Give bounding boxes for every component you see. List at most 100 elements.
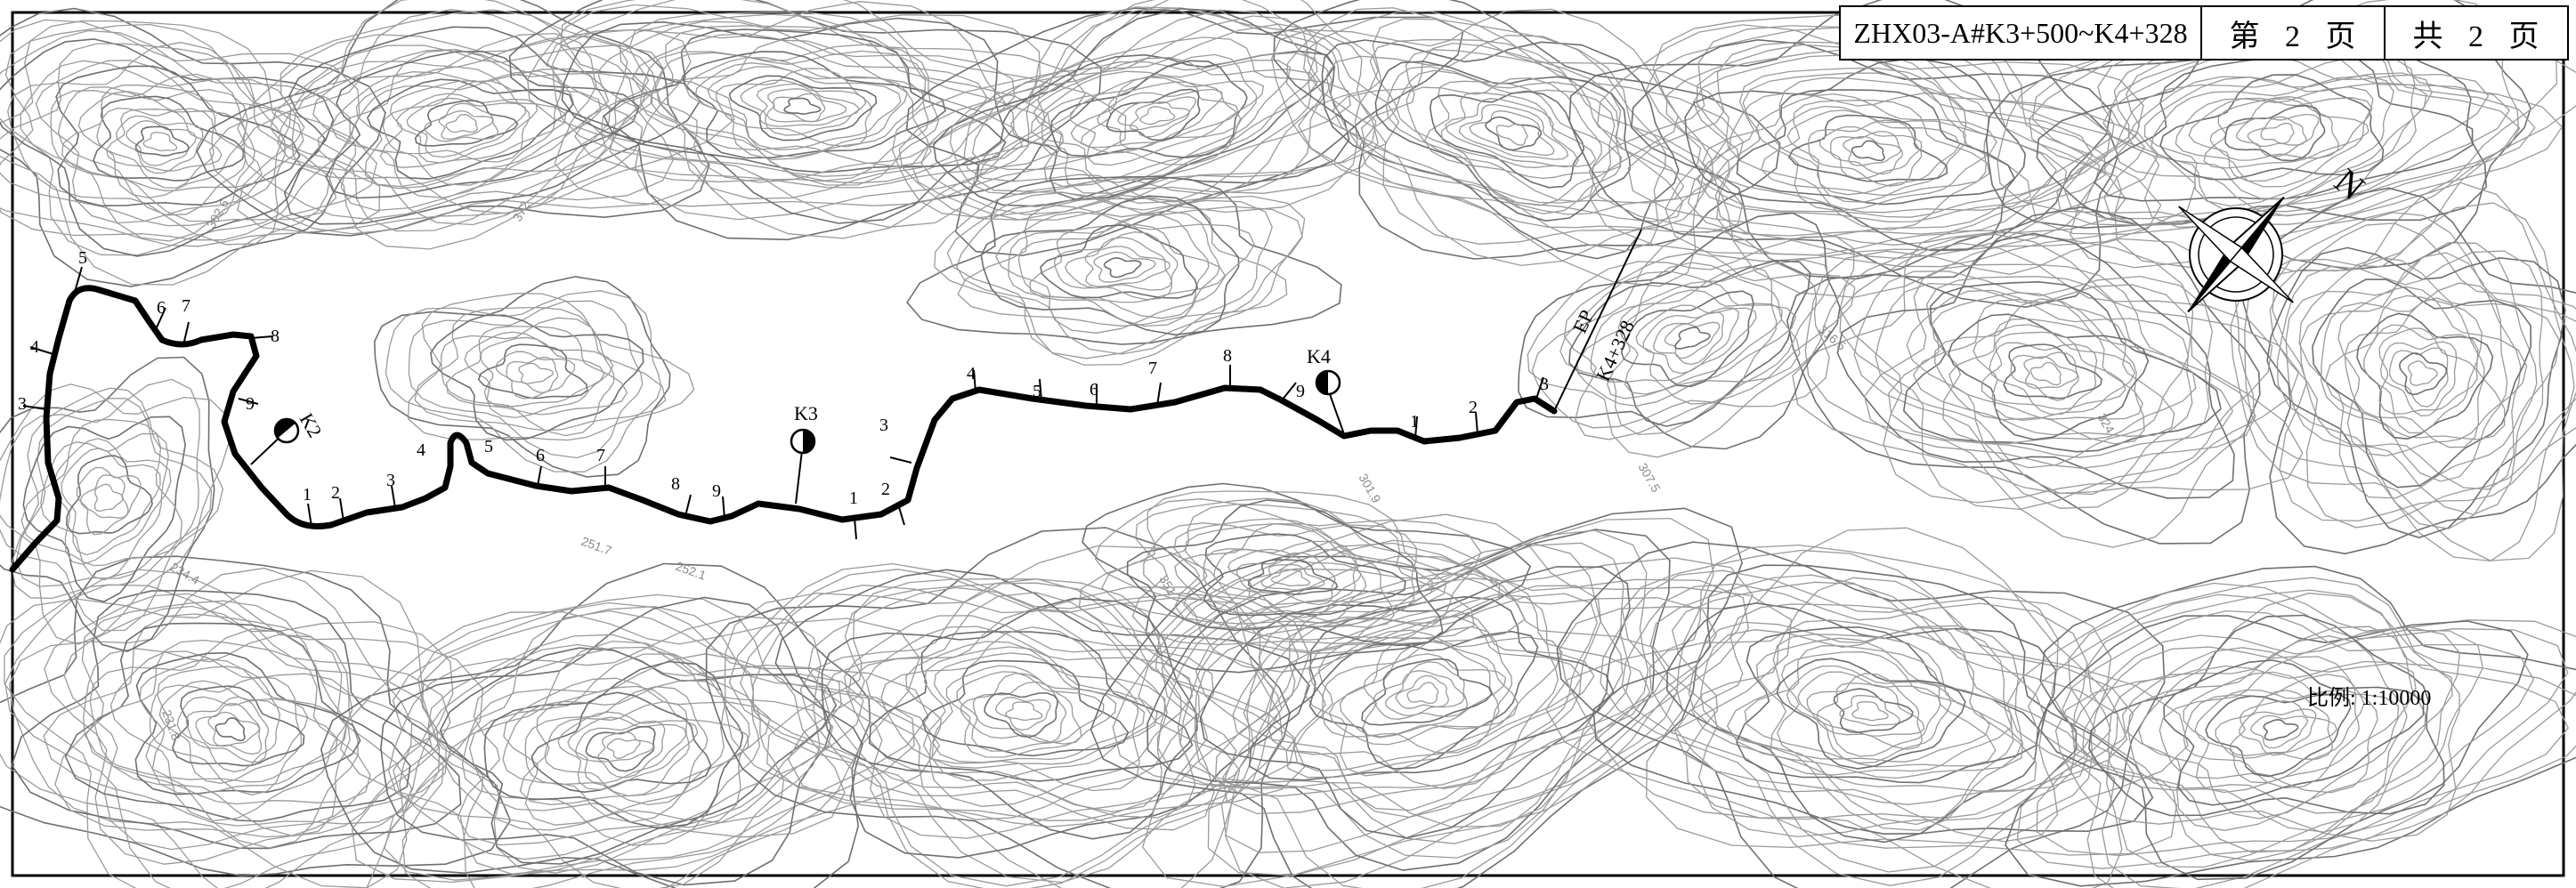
contour-line: [483, 660, 744, 829]
contour-line: [1804, 238, 2256, 548]
contour-line: [93, 95, 245, 182]
contour-line: [531, 691, 712, 794]
contour-line: [1101, 503, 1475, 641]
contour-line: [85, 639, 371, 805]
contour-line: [1620, 290, 1754, 388]
contour-line: [2324, 295, 2506, 440]
contour-line: [1997, 0, 2520, 272]
contour-line: [519, 685, 749, 806]
contour-line: [0, 43, 337, 227]
contour-line: [756, 83, 860, 127]
contour-line: [385, 290, 662, 472]
contour-line: [1374, 61, 1632, 222]
station-number: 1: [849, 488, 858, 508]
contour-line: [1213, 548, 1357, 618]
contour-line: [606, 738, 641, 759]
contour-line: [2070, 629, 2483, 861]
contour-line: [1050, 60, 1248, 159]
station-tick: [685, 494, 692, 517]
contour-line: [1203, 540, 1367, 625]
contour-line: [1270, 569, 1310, 587]
contour-line: [2249, 714, 2309, 749]
contour-line: [2344, 297, 2485, 448]
station-number: 5: [1033, 382, 1041, 401]
contour-line: [237, 9, 735, 233]
contour-line: [1989, 342, 2098, 416]
end-point-label: EP: [1568, 306, 1599, 336]
station-number: 6: [1090, 380, 1098, 400]
contour-line: [1385, 66, 1622, 214]
contour-line: [527, 4, 1041, 239]
contour-line: [898, 0, 1379, 221]
contour-line: [0, 38, 335, 257]
contour-line: [2028, 593, 2569, 888]
contour-line: [552, 1, 1015, 228]
contour-line: [1130, 101, 1191, 131]
station-number: 7: [182, 296, 190, 316]
contour-line: [1851, 701, 1889, 722]
contour-line: [1285, 7, 1729, 267]
contour-line: [2127, 72, 2433, 214]
contour-line: [1674, 603, 2088, 805]
contour-line: [2036, 589, 2569, 857]
contour-line: [171, 685, 305, 767]
contour-line: [1445, 98, 1579, 168]
contour-line: [63, 605, 432, 851]
contour-line: [2260, 122, 2295, 144]
contour-line: [1084, 246, 1171, 287]
station-number: 7: [596, 446, 605, 465]
contour-line: [388, 616, 822, 888]
station-ticks: [22, 266, 1544, 540]
contour-line: [1702, 77, 2031, 214]
contour-line: [142, 132, 178, 152]
contour-line: [1819, 125, 1923, 180]
contour-line: [922, 646, 1158, 769]
contour-line: [423, 102, 499, 142]
station-number: 2: [881, 480, 890, 499]
contour-line: [2023, 356, 2078, 389]
contour-line: [1816, 682, 1925, 737]
contour-line: [1674, 326, 1711, 350]
contour-line: [868, 631, 1194, 782]
contour-line: [1627, 41, 2126, 246]
contour-line: [2103, 43, 2510, 226]
contour-line: [1362, 653, 1507, 739]
contour-line: [1000, 50, 1336, 201]
contour-line: [2175, 86, 2374, 188]
contour-line: [2312, 279, 2532, 488]
contour-line: [2269, 222, 2576, 529]
contour-line: [685, 57, 926, 160]
contour-line: [1830, 131, 1904, 175]
station-tick: [307, 503, 312, 528]
contour-line: [2215, 690, 2334, 760]
contour-line: [1141, 513, 1793, 888]
station-number: 3: [18, 394, 27, 414]
contour-line: [1839, 695, 1901, 727]
contour-line: [2388, 347, 2449, 408]
station-tick: [29, 346, 54, 355]
contour-line: [1600, 569, 2112, 886]
contour-line: [1888, 276, 2233, 458]
contour-line: [921, 659, 1130, 757]
contour-line: [93, 483, 124, 513]
station-number: 6: [536, 446, 545, 465]
station-number: 4: [30, 337, 39, 357]
contour-line: [1665, 44, 2111, 256]
contour-line: [707, 66, 902, 150]
station-number: 3: [879, 416, 888, 435]
contour-line: [176, 696, 281, 773]
contour-line: [1139, 106, 1176, 125]
station-tick: [722, 496, 725, 520]
contour-line: [1981, 331, 2126, 410]
contour-line: [740, 569, 1300, 887]
north-arrow-inner-ring: [2198, 216, 2274, 293]
contour-line: [694, 62, 908, 157]
station-number: 6: [157, 298, 166, 318]
contour-line: [1985, 0, 2531, 270]
contour-line: [1065, 237, 1173, 291]
contour-line: [0, 378, 200, 632]
contour-line: [96, 108, 215, 189]
contour-line: [524, 686, 709, 806]
